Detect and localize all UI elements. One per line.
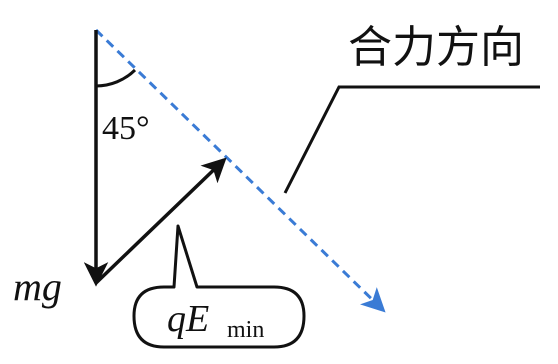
resultant-label-leader bbox=[283, 85, 540, 194]
angle-arc bbox=[95, 68, 137, 88]
field-force-label-main: qE bbox=[167, 298, 209, 340]
field-force-label-subscript: min bbox=[227, 317, 264, 343]
resultant-direction-label: 合力方向 bbox=[348, 22, 524, 73]
gravity-label: mg bbox=[13, 264, 62, 309]
resultant-direction-arrow bbox=[94, 28, 386, 313]
angle-label: 45° bbox=[102, 110, 150, 147]
field-force-vector bbox=[94, 157, 227, 285]
field-force-callout bbox=[132, 224, 306, 349]
